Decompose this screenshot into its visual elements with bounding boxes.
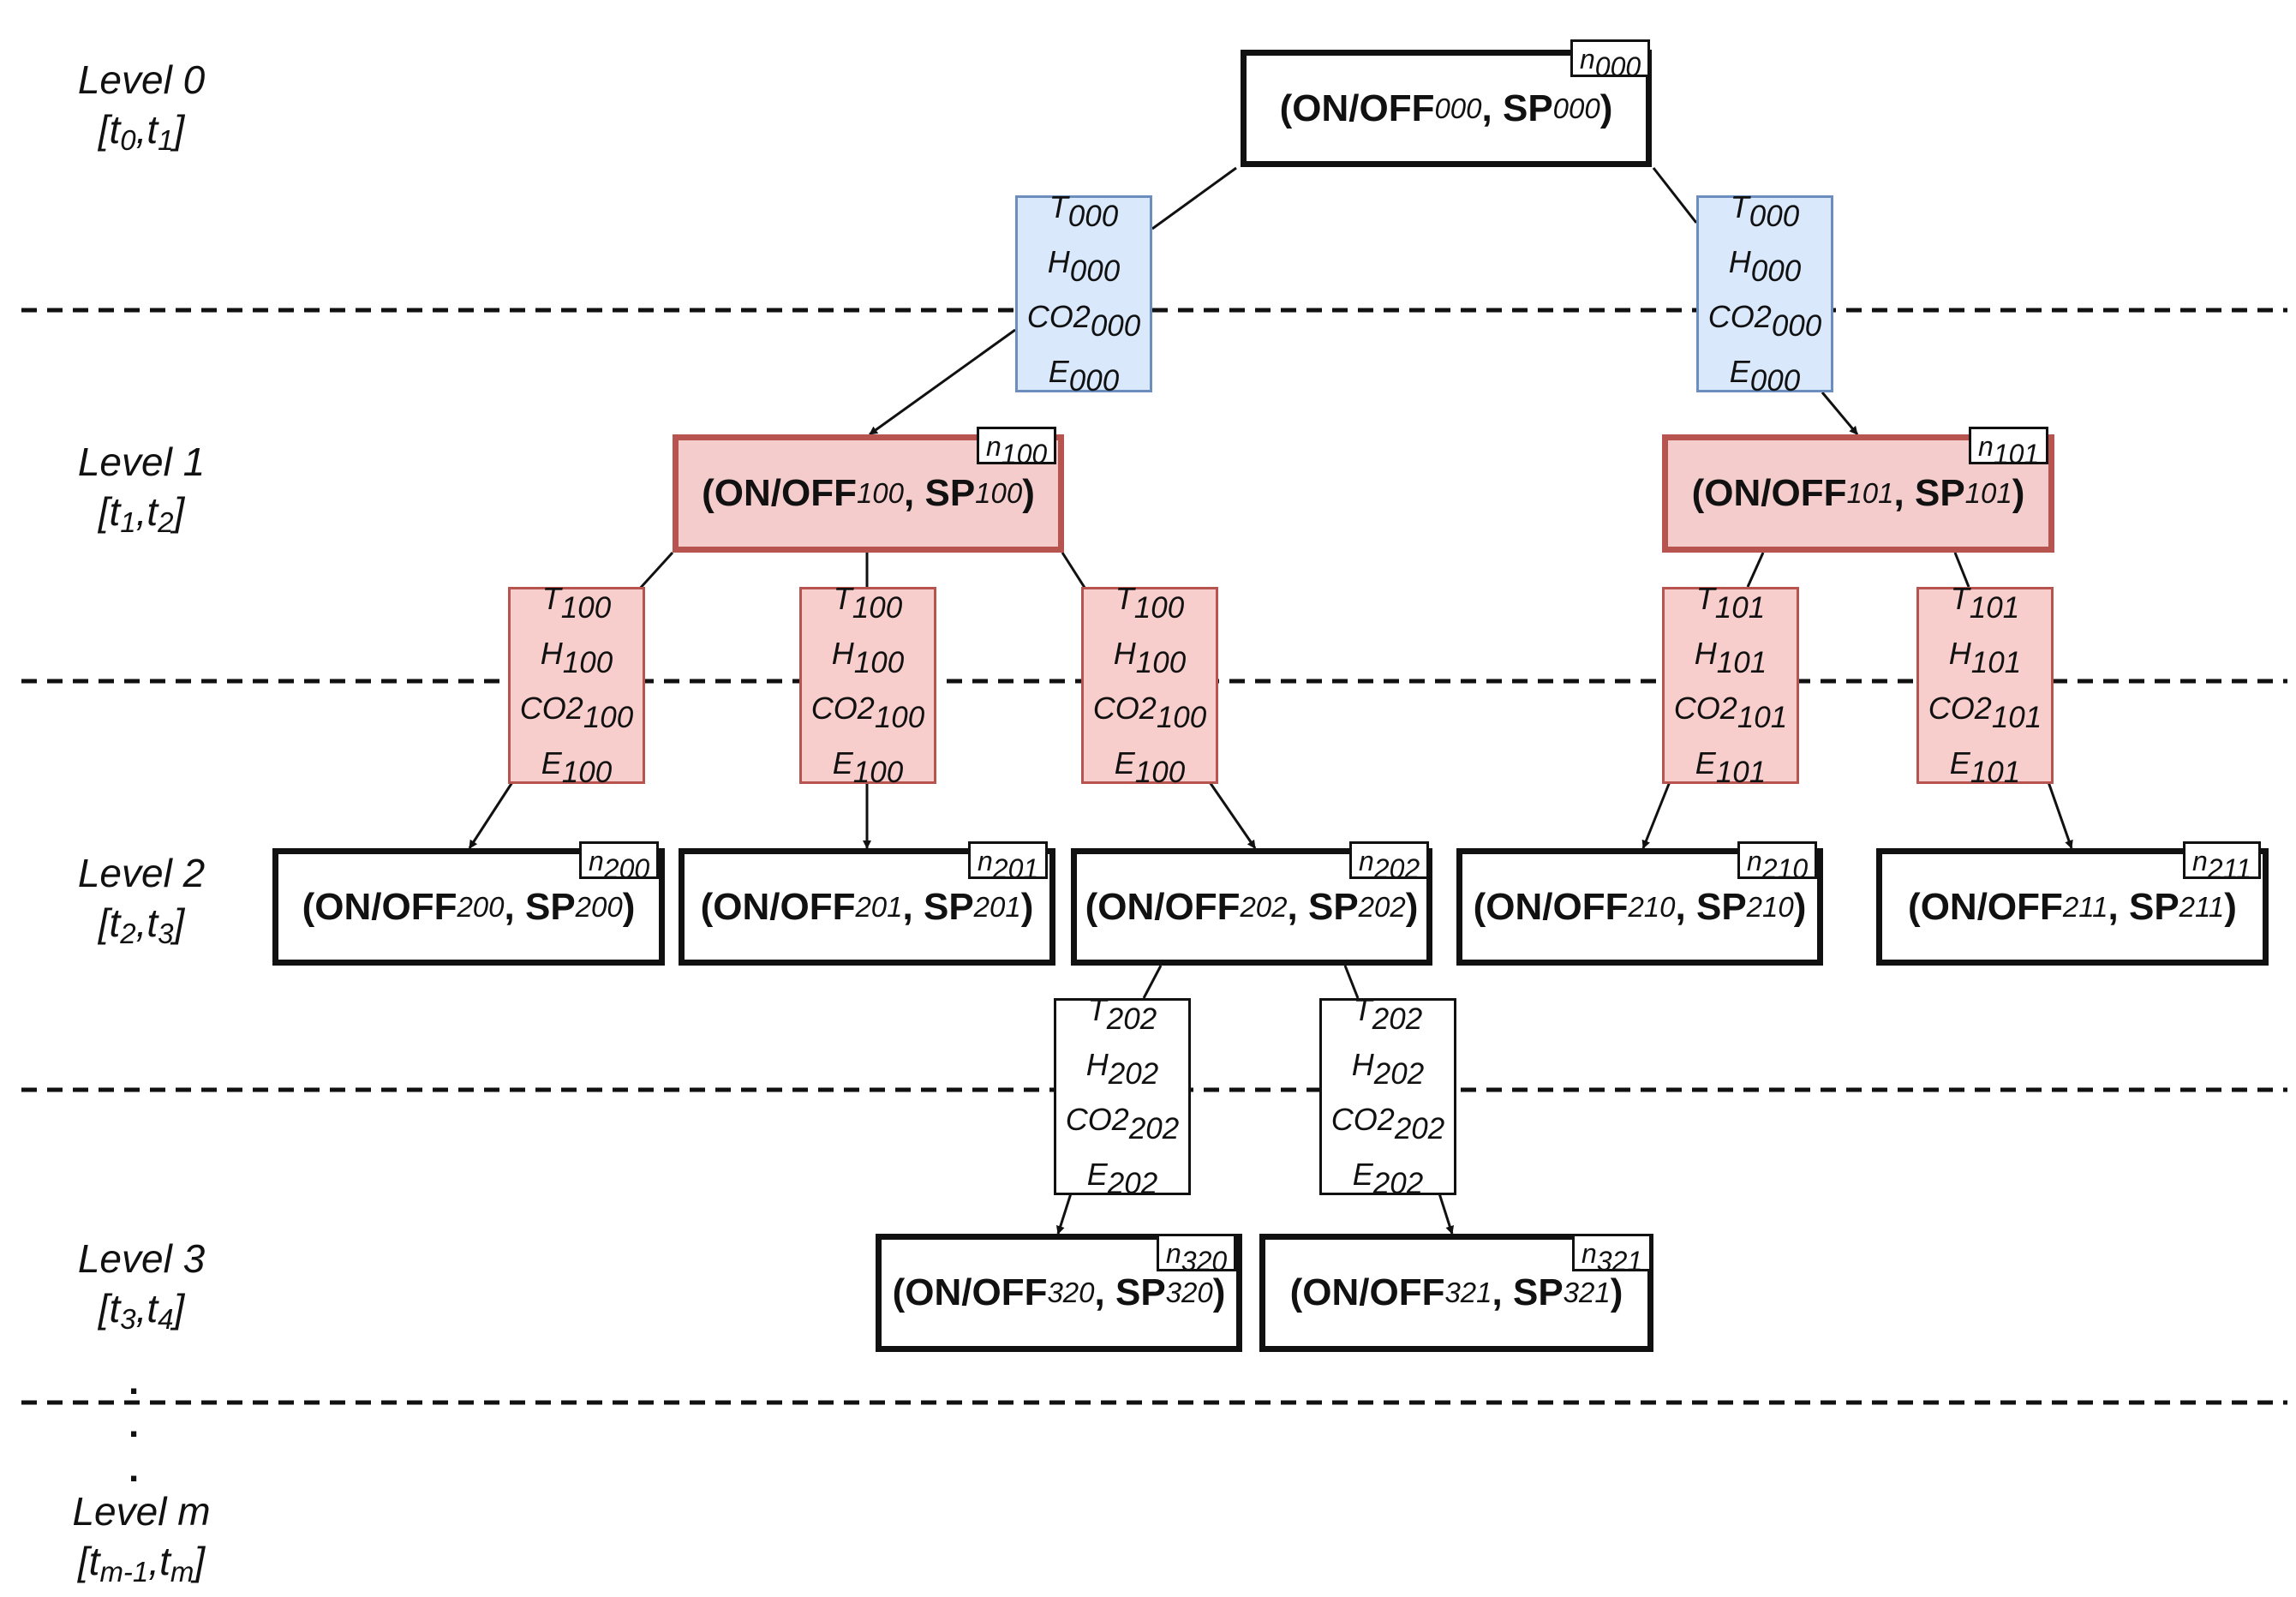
level-label: Level 3 [t3,t4]: [34, 1234, 248, 1344]
node-tag-000: n000: [1570, 39, 1651, 82]
level-name: Level 2: [77, 851, 206, 895]
measurement-t: T100: [833, 581, 903, 625]
node-tag-200: n200: [579, 841, 660, 884]
level-name: Level 3: [77, 1236, 206, 1281]
node-tag-321: n321: [1572, 1234, 1653, 1277]
measurement-co2: CO2202: [1330, 1102, 1445, 1145]
level-name: Level m: [72, 1489, 211, 1534]
level-interval: [t2,t3]: [98, 900, 185, 949]
measurement-t: T202: [1087, 992, 1157, 1036]
level-interval: [t0,t1]: [98, 107, 185, 156]
measurement-e: E202: [1086, 1157, 1158, 1200]
edge-line-12: [1953, 552, 1970, 588]
measurement-e: E101: [1695, 745, 1767, 789]
measurement-co2: CO2202: [1065, 1102, 1180, 1145]
node-tag-101: n101: [1969, 427, 2049, 470]
measurement-e: E000: [1048, 354, 1120, 398]
measurement-h: H202: [1351, 1047, 1425, 1091]
edge-arrow-1: [869, 328, 1016, 436]
measurement-t: T101: [1695, 581, 1766, 625]
measurement-e: E202: [1352, 1157, 1424, 1200]
measurement-e: E100: [832, 745, 904, 789]
level-label: Level 1 [t1,t2]: [34, 437, 248, 547]
edge-arrow-11: [1641, 779, 1672, 849]
measurement-co2: CO2100: [810, 691, 925, 734]
edge-arrow-3: [1821, 392, 1859, 435]
level-label: Level m [tm-1,tm]: [34, 1486, 248, 1597]
measurement-e: E101: [1949, 745, 2021, 789]
measurement-co2: CO2101: [1673, 691, 1788, 734]
measurement-t: T000: [1730, 189, 1800, 233]
measurement-e: E000: [1729, 354, 1801, 398]
level-name: Level 0: [77, 57, 206, 102]
measurement-t: T100: [1115, 581, 1185, 625]
level-interval: [tm-1,tm]: [77, 1539, 206, 1588]
measurement-h: H202: [1085, 1047, 1159, 1091]
level-label: Level 2 [t2,t3]: [34, 848, 248, 959]
measurement-e: E100: [541, 745, 613, 789]
measurement-t: T202: [1353, 992, 1423, 1036]
node-tag-100: n100: [977, 427, 1057, 470]
measurement-h: H000: [1047, 244, 1121, 288]
measurement-h: H100: [540, 636, 613, 679]
node-tag-201: n201: [968, 841, 1049, 884]
measurement-co2: CO2000: [1026, 299, 1141, 343]
ellipsis-dot: .: [129, 1448, 140, 1490]
measurement-t: T100: [541, 581, 612, 625]
measurement-h: H101: [1948, 636, 2022, 679]
node-tag-211: n211: [2183, 841, 2261, 884]
edge-line-14: [1142, 965, 1163, 999]
edge-line-2: [1652, 167, 1698, 224]
level-label: Level 0 [t0,t1]: [34, 55, 248, 165]
measurement-h: H100: [1113, 636, 1187, 679]
measurement-h: H100: [831, 636, 905, 679]
measurement-co2: CO2100: [519, 691, 634, 734]
ellipsis-dot: .: [129, 1361, 140, 1403]
level-interval: [t1,t2]: [98, 489, 185, 538]
level-interval: [t3,t4]: [98, 1286, 185, 1335]
measurement-t: T101: [1950, 581, 2020, 625]
measurement-h: H000: [1728, 244, 1802, 288]
measurement-co2: CO2000: [1707, 299, 1822, 343]
edge-arrow-5: [468, 779, 516, 849]
ellipsis-dot: .: [129, 1403, 140, 1445]
measurement-h: H101: [1694, 636, 1767, 679]
measurement-co2: CO2101: [1928, 691, 2042, 734]
node-tag-210: n210: [1737, 841, 1818, 884]
edge-line-16: [1343, 965, 1360, 999]
measurement-t: T000: [1049, 189, 1119, 233]
node-tag-320: n320: [1157, 1234, 1237, 1277]
edge-arrow-15: [1055, 1193, 1073, 1235]
edge-line-10: [1746, 552, 1765, 588]
measurement-e: E100: [1114, 745, 1186, 789]
edge-line-0: [1151, 166, 1237, 230]
node-tag-202: n202: [1349, 841, 1430, 884]
edge-arrow-9: [1206, 779, 1257, 849]
measurement-co2: CO2100: [1092, 691, 1207, 734]
level-name: Level 1: [77, 440, 206, 484]
edge-arrow-17: [1438, 1193, 1455, 1235]
edge-arrow-13: [2046, 779, 2073, 849]
